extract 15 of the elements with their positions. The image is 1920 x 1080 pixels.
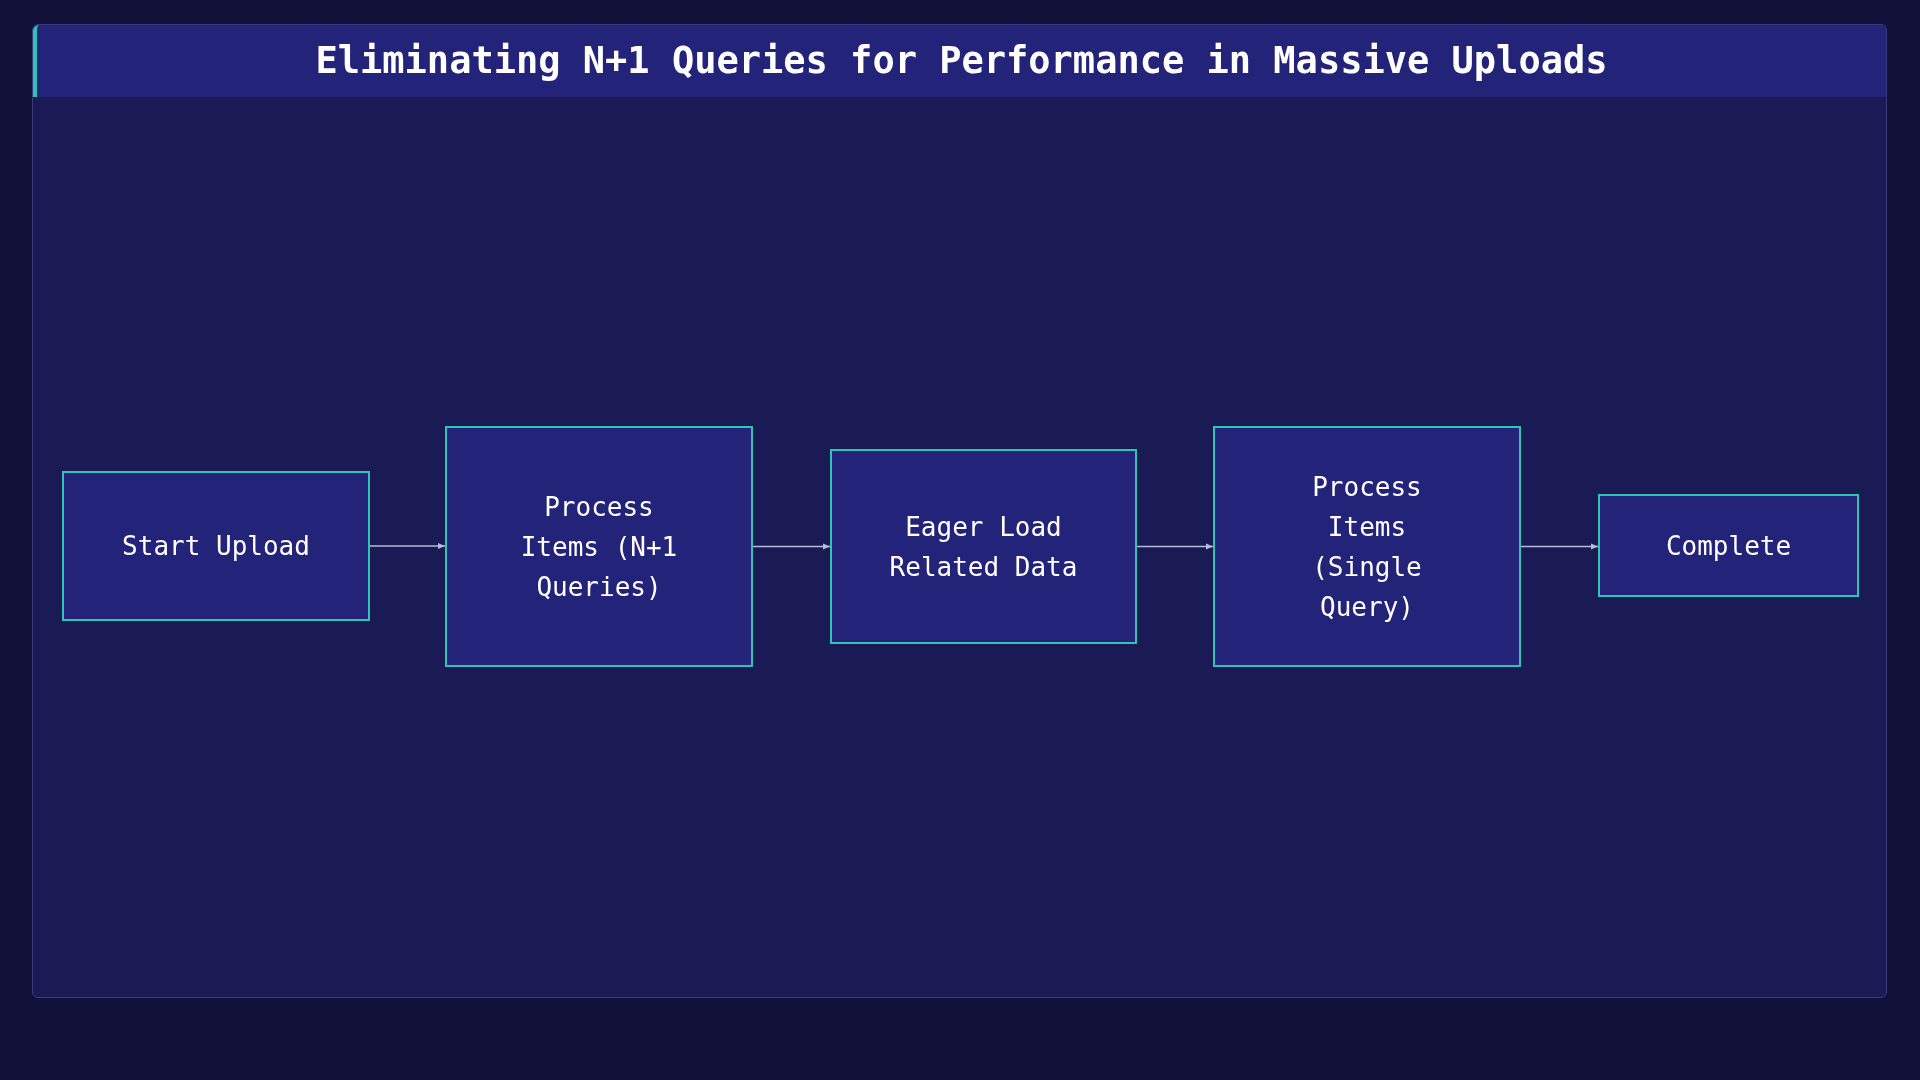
arrow — [369, 543, 446, 549]
arrow — [1520, 543, 1599, 550]
arrow — [1136, 543, 1214, 550]
box-label: Complete — [1665, 529, 1792, 563]
process-box — [1598, 494, 1859, 597]
process-box — [830, 449, 1137, 644]
box-label: Process Items (Single Query) — [1311, 470, 1423, 624]
process-box — [445, 426, 753, 667]
box-label: Start Upload — [122, 530, 310, 563]
box-label: Process Items (N+1 Queries) — [519, 490, 679, 604]
arrow — [752, 543, 831, 550]
diagram-title: Eliminating N+1 Queries for Performance in Massive Uploads — [315, 38, 1608, 85]
process-box — [1213, 426, 1521, 667]
process-box — [62, 471, 370, 621]
box-label: Eager Load Related Data — [888, 510, 1079, 584]
